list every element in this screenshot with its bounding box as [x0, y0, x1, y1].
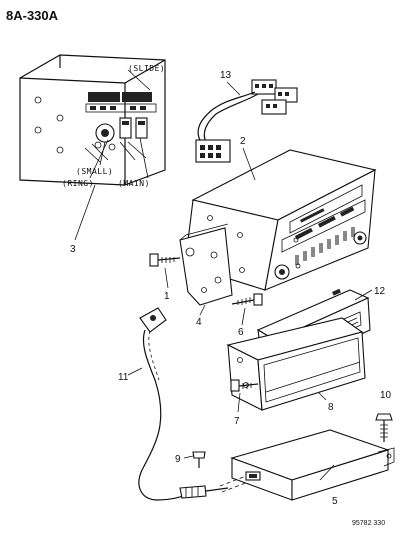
callout-5: 5 — [332, 496, 338, 507]
inset-label-main: (MAIN) — [118, 179, 150, 188]
callout-13: 13 — [220, 70, 232, 81]
leader-2 — [242, 147, 256, 181]
callout-7: 7 — [234, 416, 240, 427]
mounting-bracket — [179, 223, 233, 306]
antenna-cable — [138, 307, 249, 501]
callout-6: 6 — [238, 327, 244, 338]
inset-label-ring: (RING) — [62, 179, 94, 188]
leader-3 — [74, 184, 96, 241]
leader-7 — [237, 392, 241, 413]
leader-1 — [164, 267, 169, 289]
callout-10: 10 — [380, 390, 392, 401]
wiring-harness — [195, 79, 298, 163]
inset-label-slide: (SLIDE) — [128, 64, 165, 73]
leader-4 — [199, 304, 206, 316]
callout-8: 8 — [328, 402, 334, 413]
leader-13 — [226, 81, 241, 96]
leader-5 — [319, 464, 335, 481]
callout-12: 12 — [374, 286, 386, 297]
leader-6 — [241, 307, 246, 326]
diagram-code: 8A-330A — [6, 8, 59, 23]
bolt-10 — [375, 413, 393, 442]
storage-tray — [226, 317, 366, 411]
callout-4: 4 — [196, 317, 202, 328]
footer-code: 95782 330 — [352, 520, 385, 527]
connector-inset: (SLIDE) (SMALL) (RING) (MAIN) — [19, 54, 166, 188]
leader-11 — [127, 367, 143, 376]
callout-11: 11 — [118, 372, 129, 383]
screw-1 — [149, 253, 181, 267]
callout-3: 3 — [70, 244, 76, 255]
callout-1: 1 — [164, 291, 170, 302]
screw-7 — [230, 379, 259, 392]
clip-9 — [192, 451, 206, 468]
leader-8 — [317, 391, 327, 401]
leader-9 — [183, 455, 194, 459]
amplifier-module — [230, 429, 395, 501]
screw-6 — [231, 293, 263, 306]
inset-label-small: (SMALL) — [76, 167, 113, 176]
leader-12 — [354, 289, 373, 301]
callout-9: 9 — [175, 454, 181, 465]
callout-2: 2 — [240, 136, 246, 147]
